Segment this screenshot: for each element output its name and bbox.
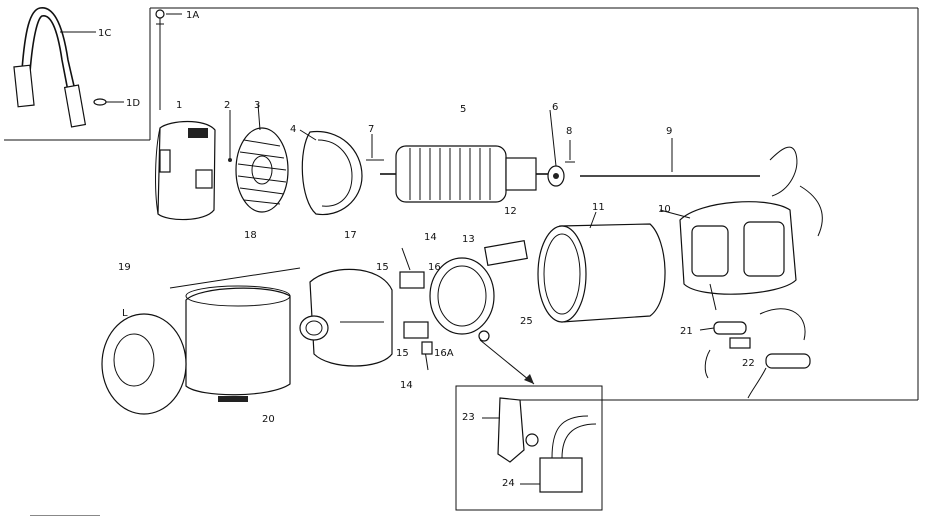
label-10: 10 bbox=[658, 204, 671, 215]
label-23: 23 bbox=[462, 412, 475, 423]
label-l: L bbox=[122, 308, 128, 319]
label-16: 16 bbox=[428, 262, 441, 273]
screw-1a bbox=[155, 9, 182, 110]
label-25: 25 bbox=[520, 316, 533, 327]
spacer-2 bbox=[228, 110, 232, 162]
armature-5 bbox=[380, 145, 550, 203]
label-20: 20 bbox=[262, 414, 275, 425]
band-20 bbox=[169, 267, 301, 402]
ring-13 bbox=[429, 239, 528, 342]
label-6: 6 bbox=[552, 102, 558, 113]
label-18: 18 bbox=[244, 230, 257, 241]
label-24: 24 bbox=[502, 478, 515, 489]
label-1c: 1C bbox=[98, 28, 111, 39]
frame-shell-11 bbox=[537, 223, 666, 323]
housing-front bbox=[155, 120, 216, 221]
label-14-top: 14 bbox=[424, 232, 437, 243]
label-4: 4 bbox=[290, 124, 296, 135]
washer-8 bbox=[565, 140, 575, 163]
end-cap-l bbox=[101, 313, 187, 415]
label-11: 11 bbox=[592, 202, 605, 213]
label-1: 1 bbox=[176, 100, 182, 111]
label-19: 19 bbox=[118, 262, 131, 273]
strap-part bbox=[13, 7, 96, 128]
label-3: 3 bbox=[254, 100, 260, 111]
label-7: 7 bbox=[368, 124, 374, 135]
frame-lines bbox=[4, 7, 919, 516]
fan-18 bbox=[235, 127, 289, 213]
label-1d: 1D bbox=[126, 98, 140, 109]
label-21: 21 bbox=[680, 326, 693, 337]
inset-detail-box bbox=[455, 385, 603, 511]
leads-21-22 bbox=[704, 308, 811, 399]
label-22: 22 bbox=[742, 358, 755, 369]
label-17: 17 bbox=[344, 230, 357, 241]
label-9: 9 bbox=[666, 126, 672, 137]
label-8: 8 bbox=[566, 126, 572, 137]
arrow-to-inset bbox=[479, 339, 535, 385]
baffle-17 bbox=[301, 130, 363, 216]
label-2: 2 bbox=[224, 100, 230, 111]
field-coil-10 bbox=[679, 146, 823, 311]
label-16a: 16A bbox=[434, 348, 454, 359]
label-15-bottom: 15 bbox=[396, 348, 409, 359]
screw-1d bbox=[93, 98, 124, 106]
brush-parts bbox=[399, 247, 433, 371]
label-12: 12 bbox=[504, 206, 517, 217]
label-1a: 1A bbox=[186, 10, 199, 21]
label-15-top: 15 bbox=[376, 262, 389, 273]
label-5: 5 bbox=[460, 104, 466, 115]
end-bracket bbox=[299, 268, 393, 367]
rod-9 bbox=[580, 138, 760, 177]
label-13: 13 bbox=[462, 234, 475, 245]
leader-lines bbox=[257, 103, 715, 331]
label-14-bottom: 14 bbox=[400, 380, 413, 391]
bearing-6 bbox=[547, 165, 565, 187]
